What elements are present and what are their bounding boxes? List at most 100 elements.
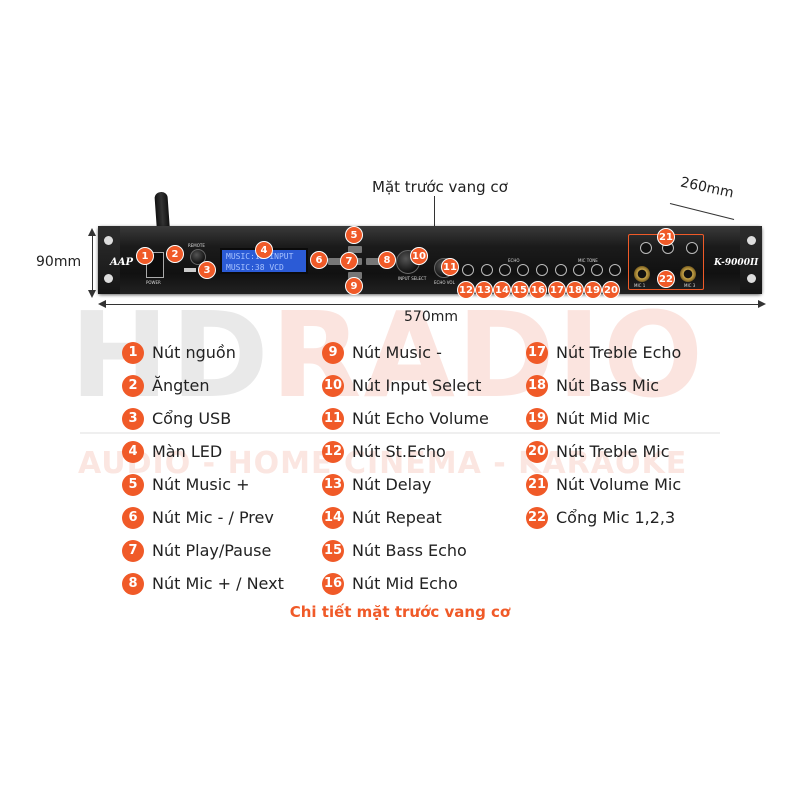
mic1-jack[interactable] — [634, 266, 650, 282]
legend-item: 2 Ăngten — [122, 369, 284, 402]
delay-knob[interactable] — [481, 264, 493, 276]
height-arrow-down-icon — [88, 290, 96, 298]
legend-number-badge: 21 — [526, 473, 548, 496]
treble-echo-knob[interactable] — [555, 264, 567, 276]
mic3-volume-knob[interactable] — [686, 242, 698, 254]
bass-mic-knob[interactable] — [573, 264, 585, 276]
legend-number-badge: 8 — [122, 572, 144, 595]
callout-marker-20: 20 — [602, 281, 620, 299]
callout-marker-18: 18 — [566, 281, 584, 299]
legend-label: Ăngten — [152, 376, 210, 395]
legend-label: Nút Mic - / Prev — [152, 508, 274, 527]
legend-label: Nút Play/Pause — [152, 541, 272, 560]
mic1-label: MIC 1 — [634, 283, 646, 288]
callout-marker-9: 9 — [345, 277, 363, 295]
depth-dimension-label: 260mm — [678, 174, 736, 202]
legend-label: Nút St.Echo — [352, 442, 446, 461]
rack-hole-icon — [747, 274, 756, 283]
legend-label: Nút Mic + / Next — [152, 574, 284, 593]
width-dimension-label: 570mm — [404, 309, 458, 325]
height-dimension-line — [92, 232, 93, 294]
legend-number-badge: 15 — [322, 539, 344, 562]
lcd-line-2: MUSIC:38 VCD — [226, 263, 284, 272]
legend-number-badge: 12 — [322, 440, 344, 463]
legend-number-badge: 20 — [526, 440, 548, 463]
legend-label: Nút Delay — [352, 475, 432, 494]
usb-port-icon[interactable] — [184, 268, 196, 272]
st-echo-knob[interactable] — [462, 264, 474, 276]
height-arrow-up-icon — [88, 228, 96, 236]
legend-number-badge: 10 — [322, 374, 344, 397]
legend-item: 4 Màn LED — [122, 435, 284, 468]
legend-number-badge: 9 — [322, 341, 344, 364]
legend-item: 21 Nút Volume Mic — [526, 468, 681, 501]
legend-label: Cổng Mic 1,2,3 — [556, 508, 676, 527]
rack-ear-right — [740, 226, 762, 294]
legend-item: 12 Nút St.Echo — [322, 435, 489, 468]
input-select-label: INPUT SELECT — [398, 276, 427, 281]
callout-marker-22: 22 — [657, 270, 675, 288]
height-dimension-label: 90mm — [36, 254, 82, 270]
legend-number-badge: 6 — [122, 506, 144, 529]
legend-number-badge: 13 — [322, 473, 344, 496]
legend-label: Nút Mid Mic — [556, 409, 651, 428]
treble-mic-knob[interactable] — [609, 264, 621, 276]
legend-label: Nút Treble Echo — [556, 343, 682, 362]
legend-label: Nút Input Select — [352, 376, 482, 395]
device-brand-logo: AAP — [110, 257, 134, 268]
bass-echo-knob[interactable] — [517, 264, 529, 276]
width-arrow-left-icon — [98, 300, 106, 308]
figure-caption: Chi tiết mặt trước vang cơ — [289, 603, 511, 621]
mic-minus-prev-button[interactable] — [328, 258, 342, 265]
callout-marker-21: 21 — [657, 228, 675, 246]
rack-hole-icon — [104, 274, 113, 283]
legend-number-badge: 22 — [526, 506, 548, 529]
device-model-label: K-9000II — [714, 258, 759, 268]
mic-plus-next-button[interactable] — [366, 258, 380, 265]
watermark-brand: HDRADIO — [70, 286, 706, 424]
legend-number-badge: 2 — [122, 374, 144, 397]
mid-mic-knob[interactable] — [591, 264, 603, 276]
legend-label: Màn LED — [152, 442, 223, 461]
callout-marker-2: 2 — [166, 245, 184, 263]
top-title: Mặt trước vang cơ — [372, 178, 508, 196]
legend-label: Nút Volume Mic — [556, 475, 682, 494]
music-minus-button[interactable] — [348, 272, 362, 279]
legend-item: 10 Nút Input Select — [322, 369, 489, 402]
callout-marker-13: 13 — [475, 281, 493, 299]
legend-number-badge: 4 — [122, 440, 144, 463]
mic1-volume-knob[interactable] — [640, 242, 652, 254]
legend-number-badge: 5 — [122, 473, 144, 496]
watermark-tagline: AUDIO - HOME CINEMA - KARAOKE — [78, 446, 688, 481]
echo-vol-label: ECHO VOL — [434, 280, 455, 285]
callout-marker-4: 4 — [255, 241, 273, 259]
callout-marker-15: 15 — [511, 281, 529, 299]
callout-marker-17: 17 — [548, 281, 566, 299]
title-pointer-line — [434, 196, 435, 238]
legend-item: 8 Nút Mic + / Next — [122, 567, 284, 600]
legend-label: Cổng USB — [152, 409, 232, 428]
legend-number-badge: 16 — [322, 572, 344, 595]
legend-label: Nút Treble Mic — [556, 442, 670, 461]
repeat-knob[interactable] — [499, 264, 511, 276]
rack-hole-icon — [747, 236, 756, 245]
music-plus-button[interactable] — [348, 246, 362, 253]
mic2-jack[interactable] — [680, 266, 696, 282]
legend-number-badge: 14 — [322, 506, 344, 529]
mid-echo-knob[interactable] — [536, 264, 548, 276]
callout-marker-11: 11 — [441, 258, 459, 276]
callout-marker-10: 10 — [410, 247, 428, 265]
legend-label: Nút Bass Mic — [556, 376, 660, 395]
legend-item: 6 Nút Mic - / Prev — [122, 501, 284, 534]
width-arrow-right-icon — [758, 300, 766, 308]
